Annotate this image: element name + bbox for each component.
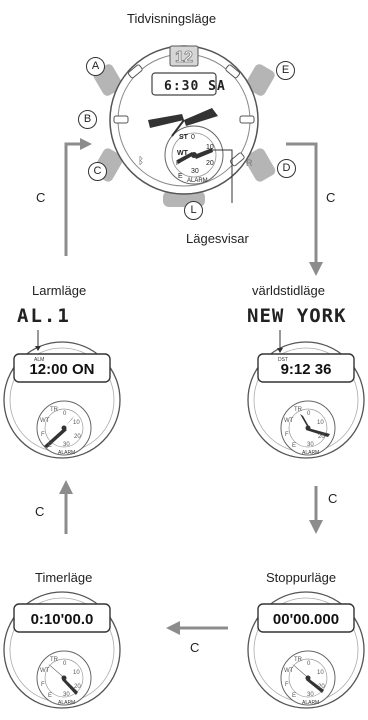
stopwatch-mode-title: Stoppurläge (266, 570, 336, 585)
alarm-mode-title: Larmläge (32, 283, 86, 298)
world-screen-text: NEW YORK (247, 305, 347, 327)
timer-mode-title: Timerläge (35, 570, 92, 585)
world-mode-title: världstidläge (252, 283, 325, 298)
alarm-screen-text: AL.1 (17, 305, 71, 327)
